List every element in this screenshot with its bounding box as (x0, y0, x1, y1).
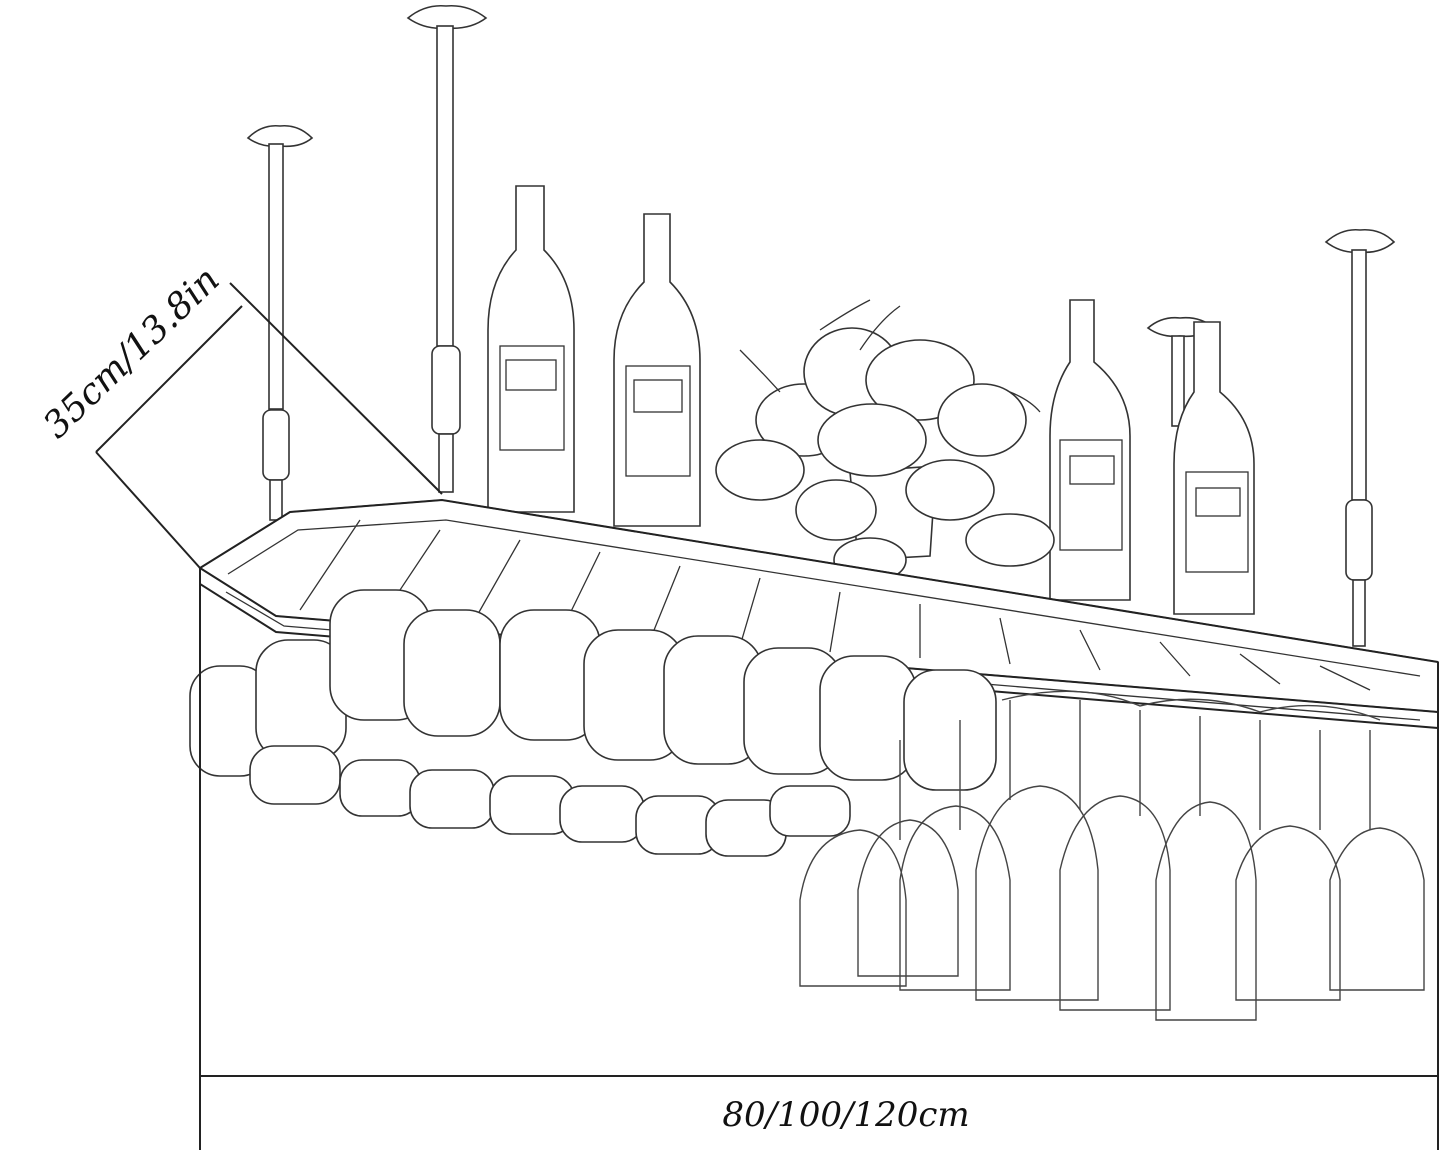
wine-bottles (487, 185, 1255, 615)
width-dimension: 80/100/120cm (199, 570, 1439, 1150)
ceiling-rod-right (1324, 228, 1396, 647)
depth-extension-line-left (95, 451, 201, 569)
mugs (189, 589, 997, 857)
wine-bottle-1 (487, 185, 575, 513)
wine-bottle-2 (613, 213, 701, 527)
ceiling-rod-left (246, 124, 314, 521)
width-label: 80/100/120cm (722, 1095, 969, 1135)
depth-label: 35cm/13.8in (36, 259, 228, 446)
depth-dimension-line (95, 305, 243, 453)
ceiling-rods (246, 4, 1396, 647)
depth-extension-line-right (229, 282, 443, 495)
wine-bottle-4 (1173, 321, 1255, 615)
wine-bottle-3 (1049, 299, 1131, 601)
wine-glasses (799, 690, 1425, 1021)
ceiling-rod-middle (406, 4, 488, 493)
potted-plant (715, 299, 1055, 583)
rack-frame (198, 498, 1439, 730)
